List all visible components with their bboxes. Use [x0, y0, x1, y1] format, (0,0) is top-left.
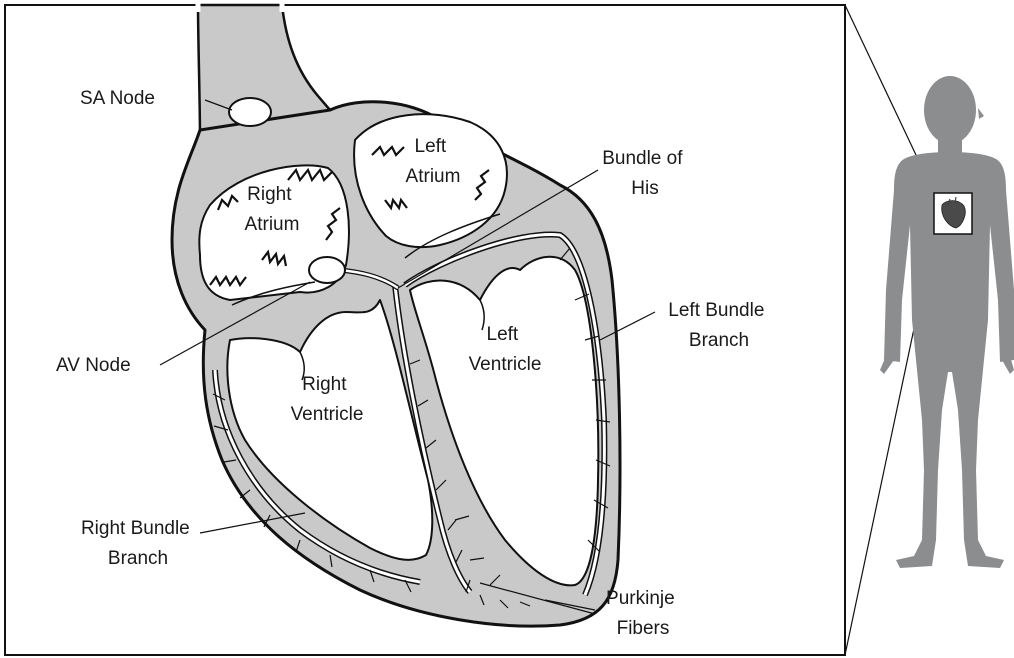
label-av-node: AV Node — [56, 355, 131, 376]
human-silhouette-icon — [880, 76, 1014, 568]
label-sa-node: SA Node — [80, 88, 155, 109]
heart-inset-box — [934, 193, 972, 234]
sa-node — [229, 98, 271, 126]
av-node — [309, 257, 345, 283]
